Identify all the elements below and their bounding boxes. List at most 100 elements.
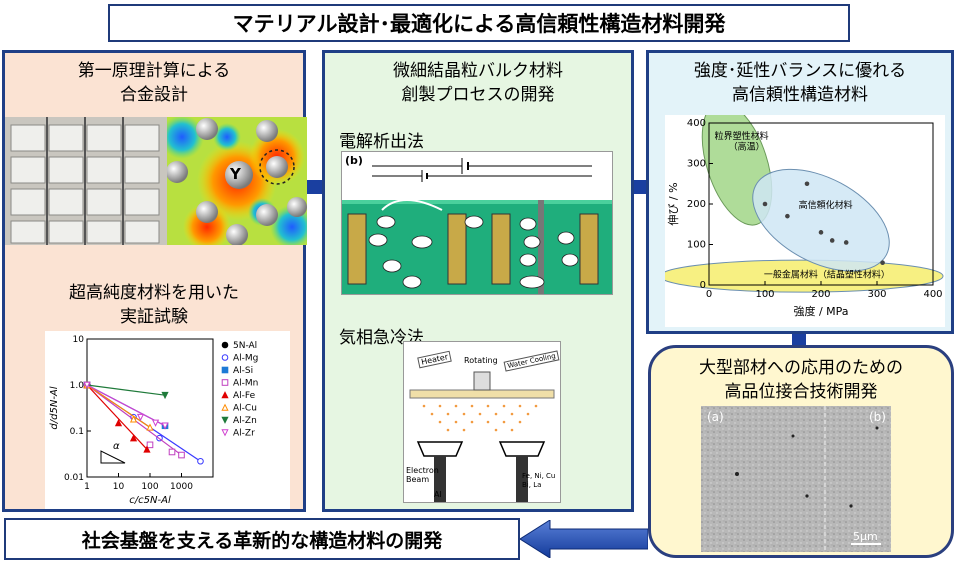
method-electrodeposition: 電解析出法 [339, 132, 424, 152]
vapor-rotating-label: Rotating [464, 356, 498, 365]
panel4-title-line2: 高品位接合技術開発 [724, 382, 878, 402]
panel2-title-line1: 微細結晶粒バルク材料 [393, 61, 563, 81]
conclusion-box: 社会基盤を支える革新的な構造材料の開発 [4, 518, 520, 560]
connector-3-4 [792, 334, 806, 345]
chart1-y-tick-label: 0.01 [64, 473, 84, 483]
sem-micrograph: (a) (b) 5μm [701, 406, 891, 552]
chart1-point-al-mg [197, 457, 204, 465]
panel1-subtitle-line1: 超高純度材料を用いた [69, 283, 239, 303]
main-title: マテリアル設計･最適化による高信頼性構造材料開発 [108, 4, 850, 42]
chart1-point-al-zr [221, 429, 229, 437]
chart1-line-al-cu [86, 384, 151, 428]
chart1-point-al-mn [178, 451, 185, 459]
server-rack-photo [5, 117, 167, 245]
chart2-data-point [818, 230, 824, 235]
chart1-slope-annotation: α [113, 441, 120, 452]
chart1-point-al-zr [136, 413, 145, 422]
conclusion-arrow [519, 519, 649, 559]
chart1-y-tick-label: 10 [73, 335, 85, 345]
chart2-x-tick-label: 0 [706, 289, 712, 300]
chart2-y-tick-label: 100 [687, 240, 706, 251]
chart1-legend-al-cu: Al-Cu [233, 404, 257, 414]
chart1-point-al-fe [143, 445, 151, 453]
region-reliable [752, 168, 890, 272]
chart1-legend-al-si: Al-Si [233, 366, 253, 376]
atom-label-y: Y [230, 165, 241, 183]
chart2-data-point [829, 238, 835, 243]
chart1-point-al-cu [146, 423, 154, 431]
panel2-title-line2: 創製プロセスの開発 [401, 85, 555, 105]
chart1-x-axis-label: c/c5N-Al [129, 495, 171, 506]
sem-label-a: (a) [707, 410, 724, 424]
chart1-point-al-mn [221, 379, 229, 386]
chart1-point-al-fe [129, 434, 138, 442]
chart1-legend-al-mg: Al-Mg [233, 354, 258, 364]
figure-b-label: (b) [345, 154, 363, 167]
chart2-data-point [785, 213, 790, 219]
panel1-subtitle-line2: 実証試験 [120, 307, 188, 327]
chart2-y-tick-label: 0 [700, 280, 706, 291]
chart2-x-tick-label: 300 [867, 289, 886, 300]
panel-joining-technology: 大型部材への応用のための 高品位接合技術開発 (a) (b) 5μm [648, 345, 954, 558]
chart1-point-al-fe [221, 391, 229, 399]
vapor-quench-diagram: Heater Rotating Water Cooling Electron B… [403, 341, 561, 503]
panel-reliable-materials: 強度･延性バランスに優れる 高信頼性構造材料 0 100 200 300 400 0 100… [646, 50, 954, 334]
chart1-point-al-fe [114, 418, 123, 427]
chart1-point-al-zr [83, 381, 91, 389]
chart1-point-al-mn [146, 441, 154, 449]
chart2-data-point [804, 181, 810, 187]
region1b-label: （高温） [729, 140, 765, 152]
chart2-x-tick-label: 400 [923, 289, 942, 300]
chart1-point-al-mn [168, 448, 176, 456]
chart1-point-al-cu [221, 403, 229, 411]
panel4-title-line1: 大型部材への応用のための [699, 358, 903, 378]
chart1-y-axis-label: d/d5N-Al [49, 386, 60, 429]
chart1-y-tick-label: 0.1 [70, 427, 84, 437]
sem-scale-label: 5μm [853, 530, 878, 543]
chart1-point-al-zn [221, 416, 229, 424]
vapor-al-label: Al [434, 490, 442, 499]
chart1-point-al-zr [151, 419, 160, 427]
connector-2-3 [634, 180, 646, 194]
chart2-x-tick-label: 100 [755, 289, 774, 300]
electrodeposition-diagram: (b) [341, 151, 613, 295]
chart2-data-point [843, 240, 849, 245]
region3-label: 一般金属材料（結晶塑性材料） [764, 269, 890, 281]
vapor-beam-label: Electron Beam [406, 466, 439, 484]
chart1-legend-5n-al: 5N-Al [233, 341, 257, 351]
chart1-point-al-mg [221, 354, 229, 361]
panel3-title-line1: 強度･延性バランスに優れる [693, 61, 907, 81]
chart1-line-al-fe [86, 384, 148, 450]
panel1-title-line2: 合金設計 [120, 85, 188, 105]
chart1-point-al-cu [129, 415, 138, 423]
chart1-line-al-zn [86, 384, 166, 396]
chart2-y-axis-label: 伸び / % [667, 182, 680, 225]
chart1-x-tick-label: 10 [113, 482, 125, 492]
chart1-point-5n-al [221, 341, 229, 349]
chart1-legend-al-zr: Al-Zr [233, 429, 255, 439]
chart1-legend-al-mn: Al-Mn [233, 379, 258, 389]
connector-1-2 [306, 180, 322, 194]
vapor-elements-label: Fe, Ni, Cu Bi, La [522, 472, 556, 489]
chart2-x-axis-label: 強度 / MPa [793, 304, 848, 318]
chart2-y-tick-label: 400 [687, 118, 706, 129]
chart1-x-tick-label: 1 [84, 482, 90, 492]
chart1-point-al-si [221, 366, 229, 374]
chart1-legend-al-fe: Al-Fe [233, 391, 256, 401]
chart1-point-al-zn [161, 391, 169, 400]
chart2-data-point [880, 260, 885, 266]
chart2-x-tick-label: 200 [811, 289, 830, 300]
sem-label-b: (b) [869, 410, 886, 424]
panel1-title-line1: 第一原理計算による [77, 61, 231, 81]
chart1-x-tick-label: 100 [141, 482, 158, 492]
region2-label: 高信頼化材料 [799, 199, 853, 211]
panel-process-development: 微細結晶粒バルク材料 創製プロセスの開発 電解析出法 (b) [322, 50, 634, 512]
chart1-legend-al-zn: Al-Zn [233, 416, 257, 426]
chart1-x-tick-label: 1000 [170, 482, 193, 492]
region-conventional [665, 259, 944, 293]
chart1-slope-triangle [100, 450, 126, 464]
panel3-title-line2: 高信頼性構造材料 [732, 85, 868, 105]
method-vapor-quenching: 気相急冷法 [339, 328, 424, 348]
